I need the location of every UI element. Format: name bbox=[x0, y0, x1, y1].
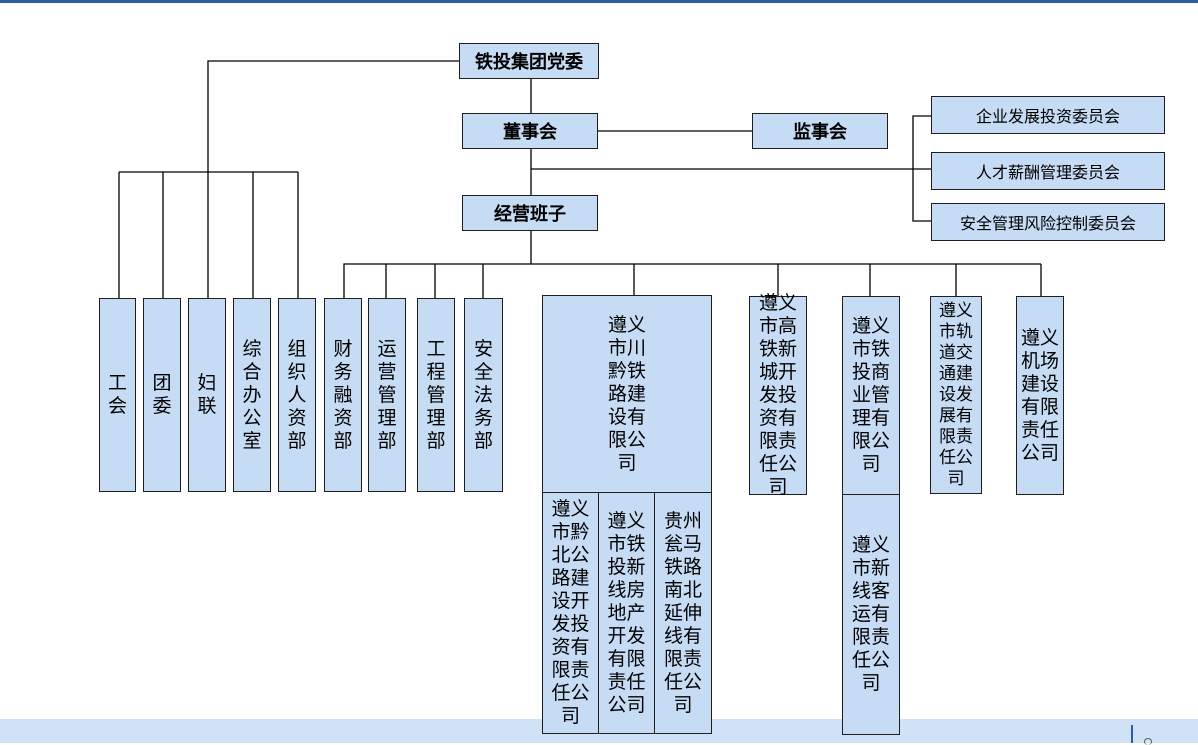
committee-investment: 企业发展投资委员会 bbox=[931, 96, 1165, 134]
sub-airport-construction: 遵义机场建设有限责任公司 bbox=[1016, 296, 1064, 495]
dept-finance: 财务融资部 bbox=[324, 298, 362, 492]
party-org-womens-federation: 妇联 bbox=[188, 298, 226, 492]
footer-divider bbox=[1131, 725, 1133, 743]
sub-wengma-railway: 贵州瓮马铁路南北延伸线有限责任公司 bbox=[654, 492, 712, 734]
committee-compensation: 人才薪酬管理委员会 bbox=[931, 152, 1165, 190]
footer-corner-glyph bbox=[1144, 738, 1152, 745]
party-committee-box: 铁投集团党委 bbox=[459, 43, 599, 79]
sub-tietou-real-estate: 遵义市铁投新线房地产开发有限责任公司 bbox=[598, 492, 655, 734]
dept-engineering: 工程管理部 bbox=[417, 298, 455, 492]
supervisory-board-box: 监事会 bbox=[752, 113, 888, 149]
sub-commercial-management: 遵义市铁投商业管理有限公司 bbox=[842, 296, 900, 495]
dept-operations: 运营管理部 bbox=[368, 298, 406, 492]
sub-rail-transit: 遵义市轨道交通建设发展有限责任公司 bbox=[930, 296, 982, 494]
board-box: 董事会 bbox=[462, 113, 598, 149]
dept-safety-legal: 安全法务部 bbox=[464, 298, 503, 492]
top-accent-bar bbox=[0, 0, 1198, 3]
sub-gaotie-new-city: 遵义市高铁新城开发投资有限责任公司 bbox=[749, 292, 807, 498]
party-org-hr-department: 组织人资部 bbox=[278, 298, 316, 492]
sub-qianbei-highway: 遵义市黔北公路建设开发投资有限责任公司 bbox=[542, 492, 599, 734]
party-org-youth-league: 团委 bbox=[143, 298, 181, 492]
sub-chuanqian-railway: 遵义市川黔铁路建设有限公司 bbox=[542, 295, 712, 493]
sub-xinxian-passenger: 遵义市新线客运有限责任公司 bbox=[842, 494, 900, 735]
party-org-union: 工会 bbox=[99, 298, 136, 492]
management-box: 经营班子 bbox=[462, 195, 598, 231]
committee-safety-risk: 安全管理风险控制委员会 bbox=[931, 203, 1165, 241]
party-org-general-office: 综合办公室 bbox=[233, 298, 271, 492]
